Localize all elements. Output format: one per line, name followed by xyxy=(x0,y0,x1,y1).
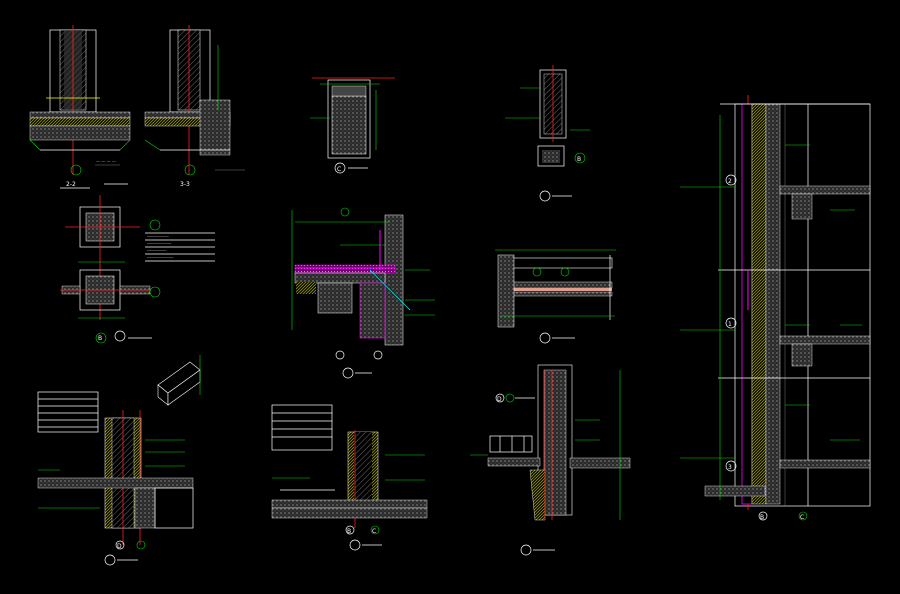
axis-label-b-detail-7: D xyxy=(117,543,122,550)
axis-label-c-detail-8: C xyxy=(372,528,376,535)
detail-4-slab-edge xyxy=(291,207,435,379)
detail-8-wall-floor xyxy=(271,404,428,551)
svg-text:— — — —: — — — — xyxy=(96,159,116,164)
level-label-1: 1 xyxy=(728,321,732,328)
detail-8-axis-bubbles: B C xyxy=(347,528,376,535)
axis-label-d-detail-9: D xyxy=(497,396,502,403)
detail-9-axis-bubble: D xyxy=(497,396,502,403)
section-label-3-3: 3-3 xyxy=(180,181,190,188)
svg-text:───────────: ─────────── xyxy=(146,255,174,260)
svg-text:────────: ──────── xyxy=(146,248,167,253)
detail-5-axis-bubbles: B xyxy=(577,156,581,163)
axis-label-b-detail-8: B xyxy=(347,528,351,535)
detail-6-canopy-section xyxy=(495,249,616,344)
section-label-2-2: 2-2 xyxy=(66,181,76,188)
axis-label-c-detail-11: C xyxy=(800,514,804,521)
axis-label-b-detail-11: B xyxy=(760,514,764,521)
detail-5-column-section xyxy=(505,65,590,202)
detail-2-column-plan: ───────── ────────── ──────── ──────────… xyxy=(60,195,215,344)
detail-9-wall-section xyxy=(470,364,631,556)
detail-7-wall-footing: D xyxy=(37,355,201,566)
detail-11-full-wall-section: 2 1 3 B C xyxy=(680,95,871,521)
detail-1-wall-base-sections: — — — — 2-2 3-3 xyxy=(29,25,245,189)
axis-label-b-detail-2: B xyxy=(98,335,102,342)
svg-text:──────────: ────────── xyxy=(146,241,172,246)
svg-text:─────────: ───────── xyxy=(146,234,169,239)
axis-label-c-detail-3: C xyxy=(337,166,341,173)
axis-label-b-detail-5: B xyxy=(577,156,581,163)
level-label-2: 2 xyxy=(728,178,732,185)
detail-3-column-section: C xyxy=(310,77,395,174)
level-label-3: 3 xyxy=(728,464,732,471)
